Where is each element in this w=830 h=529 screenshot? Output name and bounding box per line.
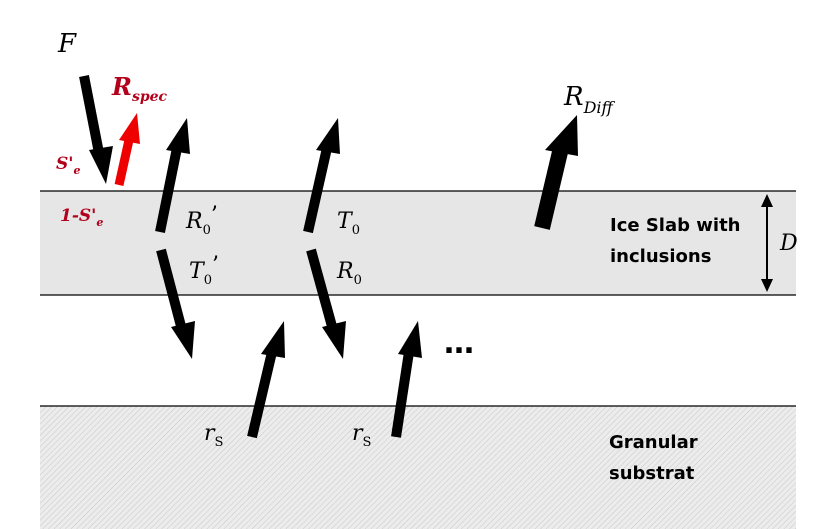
granular-substrate-layer: [40, 406, 796, 529]
flux-label: F: [57, 29, 77, 59]
t0-prime-label: T0’: [189, 253, 219, 288]
rs-label-2: rS: [352, 421, 371, 450]
thickness-d-arrow: [761, 194, 773, 292]
diffuse-reflection-label: RDiff: [563, 82, 616, 117]
rs-up-arrow-2: [391, 321, 422, 438]
r0-label: R0: [336, 259, 362, 288]
specular-reflection-label: Rspec: [111, 72, 168, 105]
rs-label-1: rS: [204, 421, 223, 450]
ice-slab-label-line1: Ice Slab with: [610, 215, 741, 236]
diffuse-reflection-arrow: [534, 115, 578, 230]
t0-up-arrow: [303, 118, 340, 234]
ice-slab-label-line2: inclusions: [610, 246, 711, 267]
t0-label: T0: [337, 209, 360, 238]
thickness-label: D: [779, 231, 798, 256]
ellipsis-label: …: [444, 326, 474, 361]
specular-reflection-arrow: [114, 113, 140, 186]
substrate-label-line2: substrat: [609, 463, 695, 484]
rs-up-arrow-1: [247, 321, 285, 439]
ice-slab-layer: [40, 191, 796, 295]
substrate-label-line1: Granular: [609, 432, 698, 453]
incident-flux-arrow: [79, 75, 113, 184]
transmission-coefficient-label: 1-S'e: [60, 206, 103, 229]
r0-prime-up-arrow: [155, 118, 190, 233]
r0-down-arrow: [306, 248, 346, 359]
specular-coefficient-label: S'e: [56, 154, 80, 177]
r0-prime-label: R0’: [185, 203, 218, 238]
t0-prime-down-arrow: [156, 248, 195, 359]
